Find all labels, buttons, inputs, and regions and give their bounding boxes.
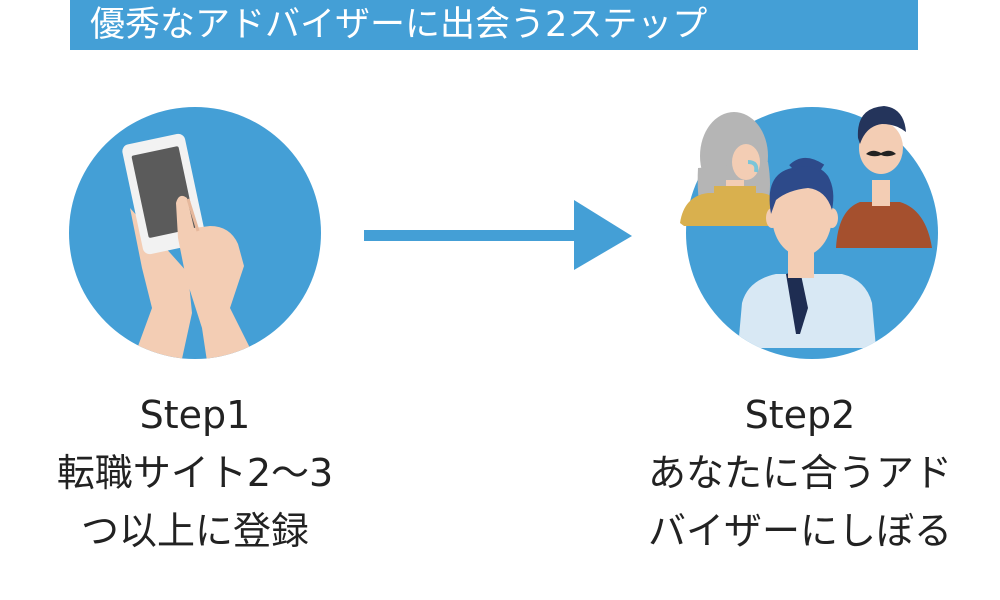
step1-label: Step1 xyxy=(139,393,251,437)
step2-label: Step2 xyxy=(744,393,856,437)
advisor-man-mustache xyxy=(836,106,932,248)
step1-caption: Step1 転職サイト2〜3 つ以上に登録 xyxy=(20,386,370,560)
advisors-group-icon xyxy=(680,106,938,359)
step2-caption: Step2 あなたに合うアド バイザーにしぼる xyxy=(605,386,995,560)
right-arrow-icon xyxy=(364,200,632,270)
step2-line2: バイザーにしぼる xyxy=(647,509,952,553)
title-bar: 優秀なアドバイザーに出会う2ステップ xyxy=(70,0,918,50)
advisor-woman xyxy=(680,112,786,226)
step2-line1: あなたに合うアド xyxy=(647,451,952,495)
step1-line2: つ以上に登録 xyxy=(80,509,309,553)
step1-line1: 転職サイト2〜3 xyxy=(56,451,334,495)
advisor-man-front xyxy=(738,158,876,348)
page-title: 優秀なアドバイザーに出会う2ステップ xyxy=(90,5,708,45)
smartphone-hand-icon xyxy=(69,107,321,359)
